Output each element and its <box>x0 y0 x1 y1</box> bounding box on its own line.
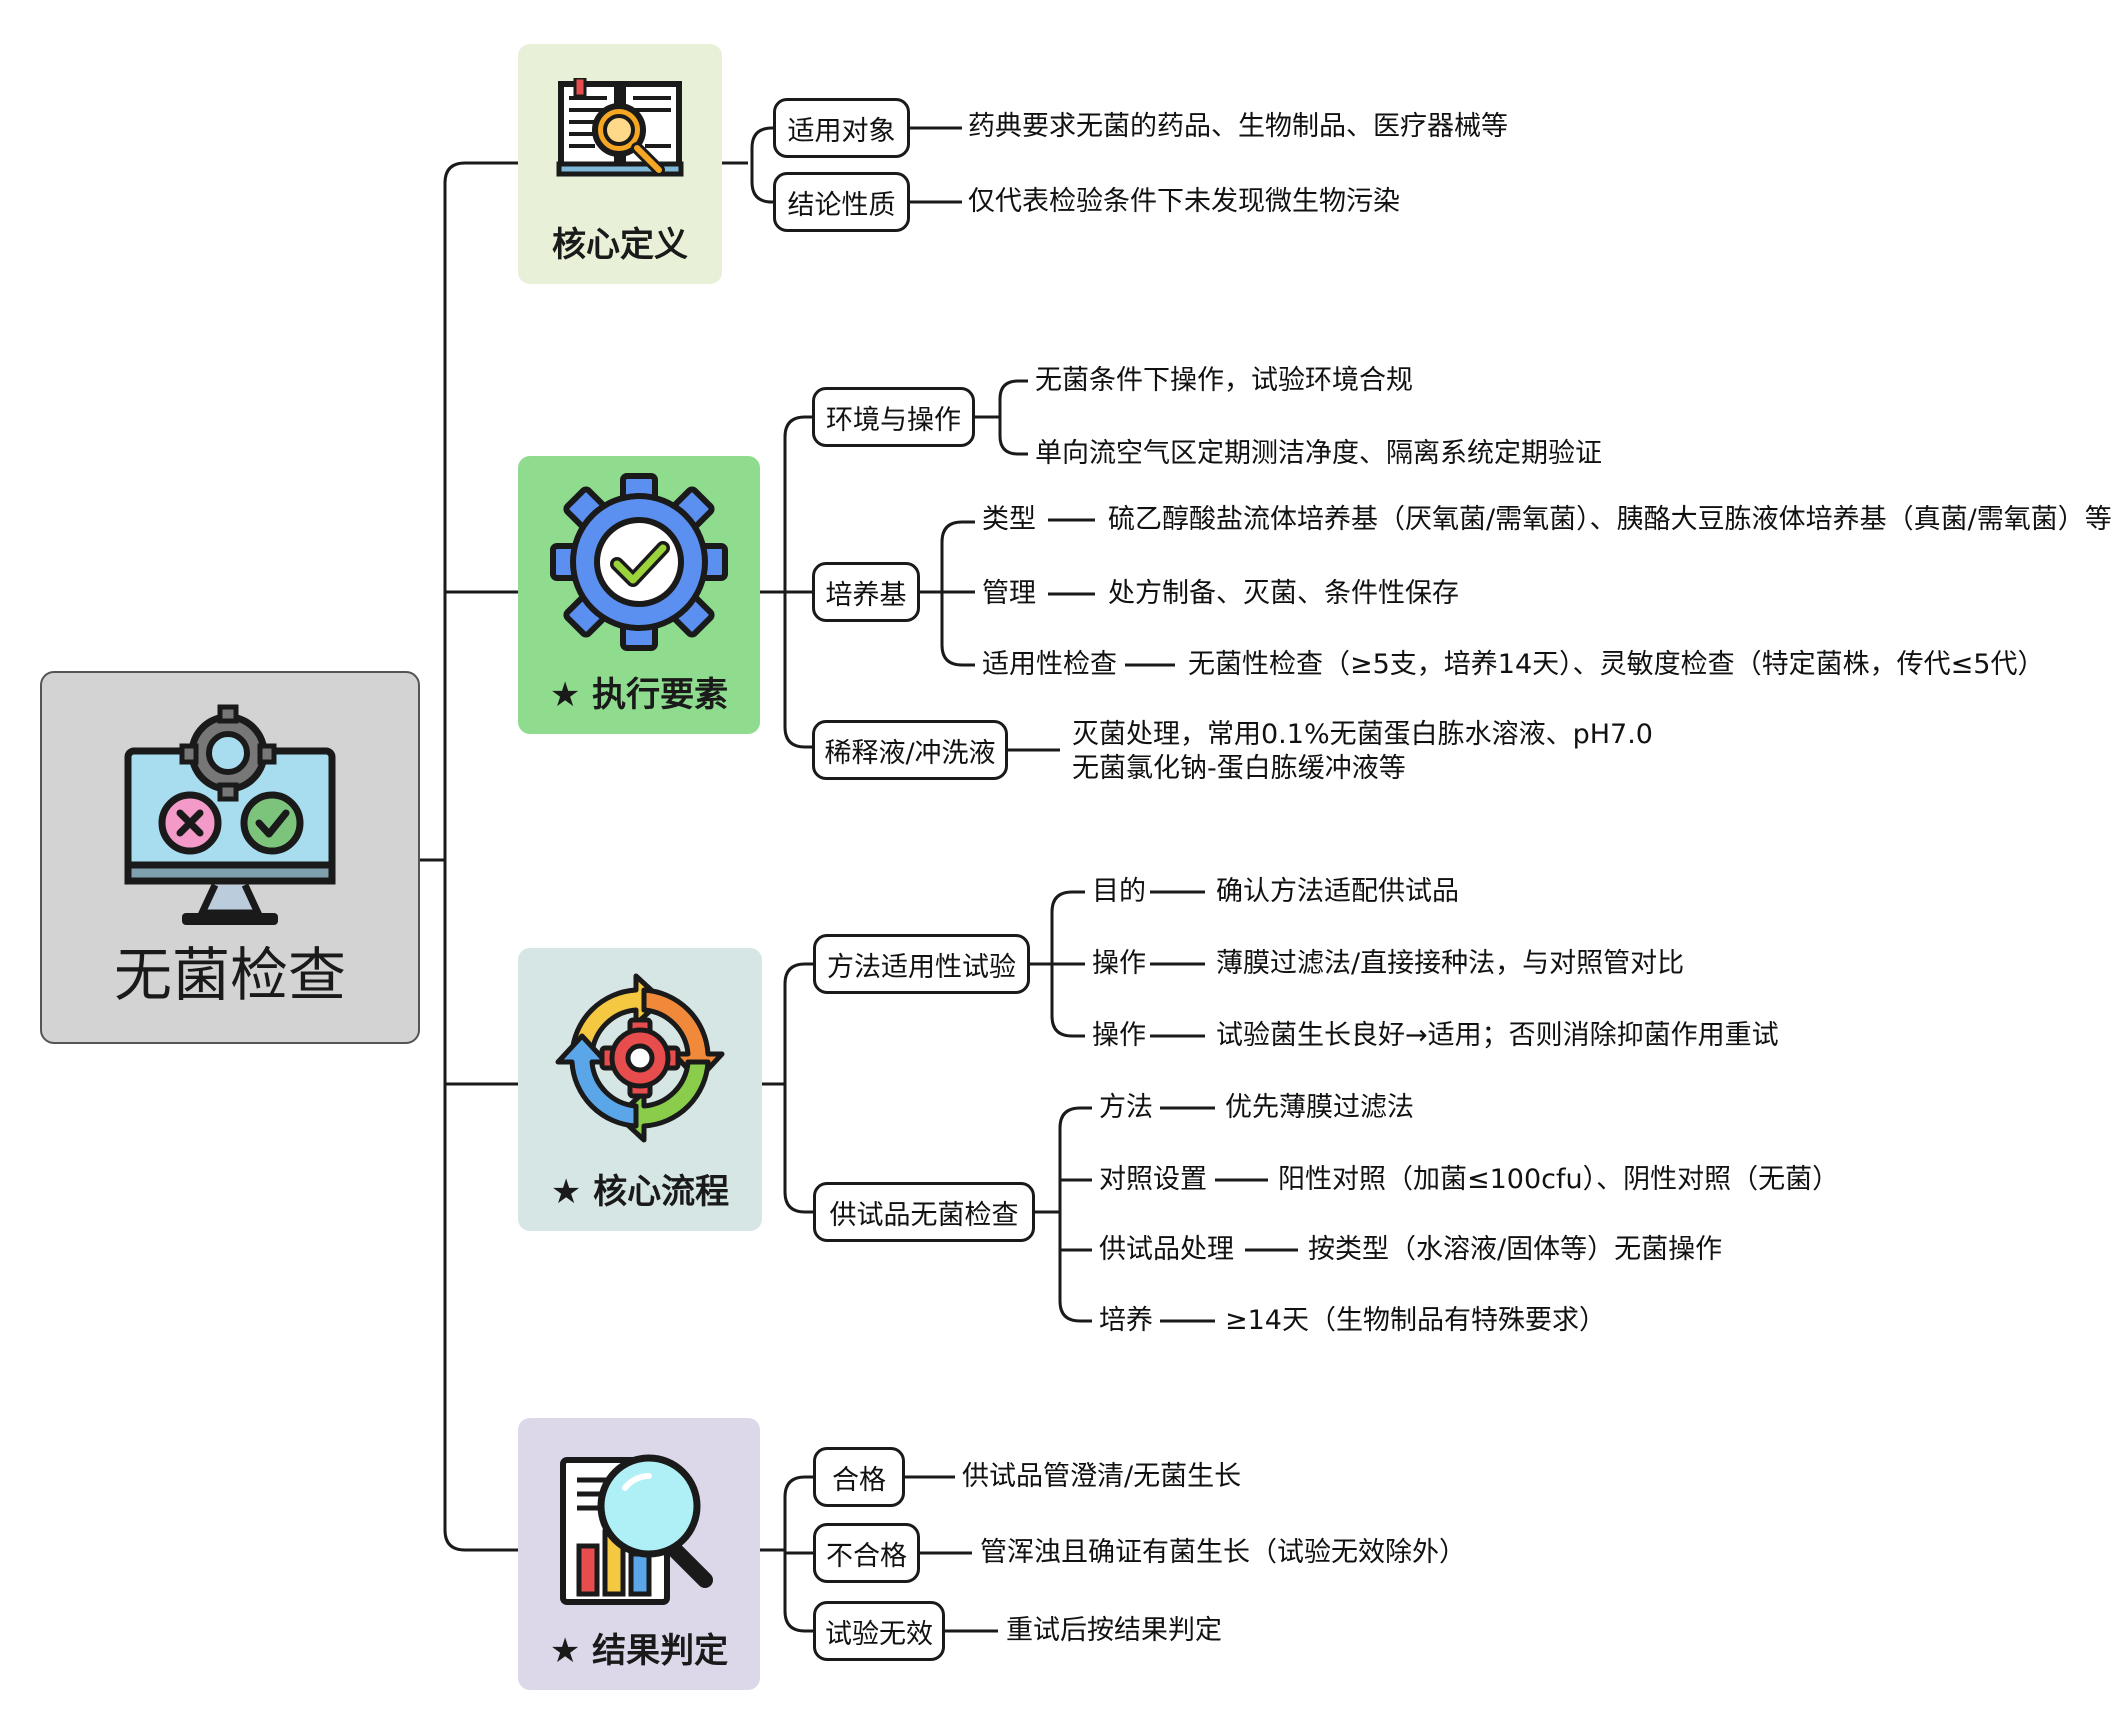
node-text: 硫乙醇酸盐流体培养基（厌氧菌/需氧菌）、胰酪大豆胨液体培养基（真菌/需氧菌）等 <box>1108 504 2112 535</box>
node-text: 管浑浊且确证有菌生长（试验无效除外） <box>980 1537 1466 1568</box>
node-text: 阳性对照（加菌≤100cfu）、阴性对照（无菌） <box>1278 1164 1840 1195</box>
node-text: 试验菌生长良好→适用；否则消除抑菌作用重试 <box>1216 1020 1779 1051</box>
node-environment-operation[interactable]: 环境与操作 <box>812 387 975 447</box>
node-text: 无菌氯化钠-蛋白胨缓冲液等 <box>1072 753 1406 784</box>
node-test-invalid[interactable]: 试验无效 <box>813 1601 945 1661</box>
node-text: 按类型（水溶液/固体等）无菌操作 <box>1308 1234 1723 1265</box>
node-diluent-rinse[interactable]: 稀释液/冲洗液 <box>812 720 1008 780</box>
node-sublabel: 操作 <box>1092 1020 1146 1051</box>
category-core-definition[interactable]: 核心定义 <box>518 44 722 284</box>
root-title: 无菌检查 <box>113 941 346 1009</box>
monitor-gear-check-cross-icon <box>124 704 336 925</box>
node-text: 无菌性检查（≥5支，培养14天）、灵敏度检查（特定菌株，传代≤5代） <box>1188 649 2045 680</box>
category-title: ★ 核心流程 <box>550 1172 730 1212</box>
node-sublabel: 管理 <box>982 578 1036 609</box>
cycle-gear-icon <box>555 973 725 1143</box>
book-magnifier-icon <box>556 78 684 177</box>
node-method-suitability[interactable]: 方法适用性试验 <box>813 934 1030 994</box>
node-text: 确认方法适配供试品 <box>1216 876 1459 907</box>
node-text: 处方制备、灭菌、条件性保存 <box>1108 578 1459 609</box>
category-title: 核心定义 <box>552 225 688 265</box>
node-text: 仅代表检验条件下未发现微生物污染 <box>968 186 1400 217</box>
node-culture-medium[interactable]: 培养基 <box>812 562 920 622</box>
node-text: 供试品管澄清/无菌生长 <box>962 1461 1242 1492</box>
node-text: 单向流空气区定期测洁净度、隔离系统定期验证 <box>1035 438 1602 469</box>
node-sublabel: 对照设置 <box>1099 1164 1207 1195</box>
category-result-judgment[interactable]: ★ 结果判定 <box>518 1418 760 1690</box>
node-text: 优先薄膜过滤法 <box>1225 1092 1414 1123</box>
node-sample-sterility-test[interactable]: 供试品无菌检查 <box>813 1182 1035 1242</box>
node-text: 无菌条件下操作，试验环境合规 <box>1035 365 1413 396</box>
node-sublabel: 类型 <box>982 504 1036 535</box>
node-sublabel: 操作 <box>1092 948 1146 979</box>
category-title: ★ 执行要素 <box>549 675 729 715</box>
chart-magnifier-icon <box>560 1454 713 1605</box>
node-sublabel: 培养 <box>1099 1305 1153 1336</box>
category-execution-elements[interactable]: ★ 执行要素 <box>518 456 760 734</box>
node-qualified[interactable]: 合格 <box>813 1447 905 1507</box>
node-text: 薄膜过滤法/直接接种法，与对照管对比 <box>1216 948 1685 979</box>
node-text: 重试后按结果判定 <box>1006 1615 1222 1646</box>
node-conclusion-nature[interactable]: 结论性质 <box>773 172 910 232</box>
node-sublabel: 目的 <box>1092 876 1146 907</box>
node-sublabel: 适用性检查 <box>982 649 1117 680</box>
node-applicable-object[interactable]: 适用对象 <box>773 98 910 158</box>
node-text: 灭菌处理，常用0.1%无菌蛋白胨水溶液、pH7.0 <box>1072 719 1653 750</box>
node-text: ≥14天（生物制品有特殊要求） <box>1225 1305 1606 1336</box>
root-node[interactable]: 无菌检查 <box>40 671 420 1044</box>
category-title: ★ 结果判定 <box>549 1631 729 1671</box>
node-sublabel: 供试品处理 <box>1099 1234 1234 1265</box>
gear-check-icon <box>550 473 728 651</box>
node-text: 药典要求无菌的药品、生物制品、医疗器械等 <box>968 111 1508 142</box>
node-sublabel: 方法 <box>1099 1092 1153 1123</box>
category-core-process[interactable]: ★ 核心流程 <box>518 948 762 1231</box>
node-unqualified[interactable]: 不合格 <box>813 1523 920 1583</box>
